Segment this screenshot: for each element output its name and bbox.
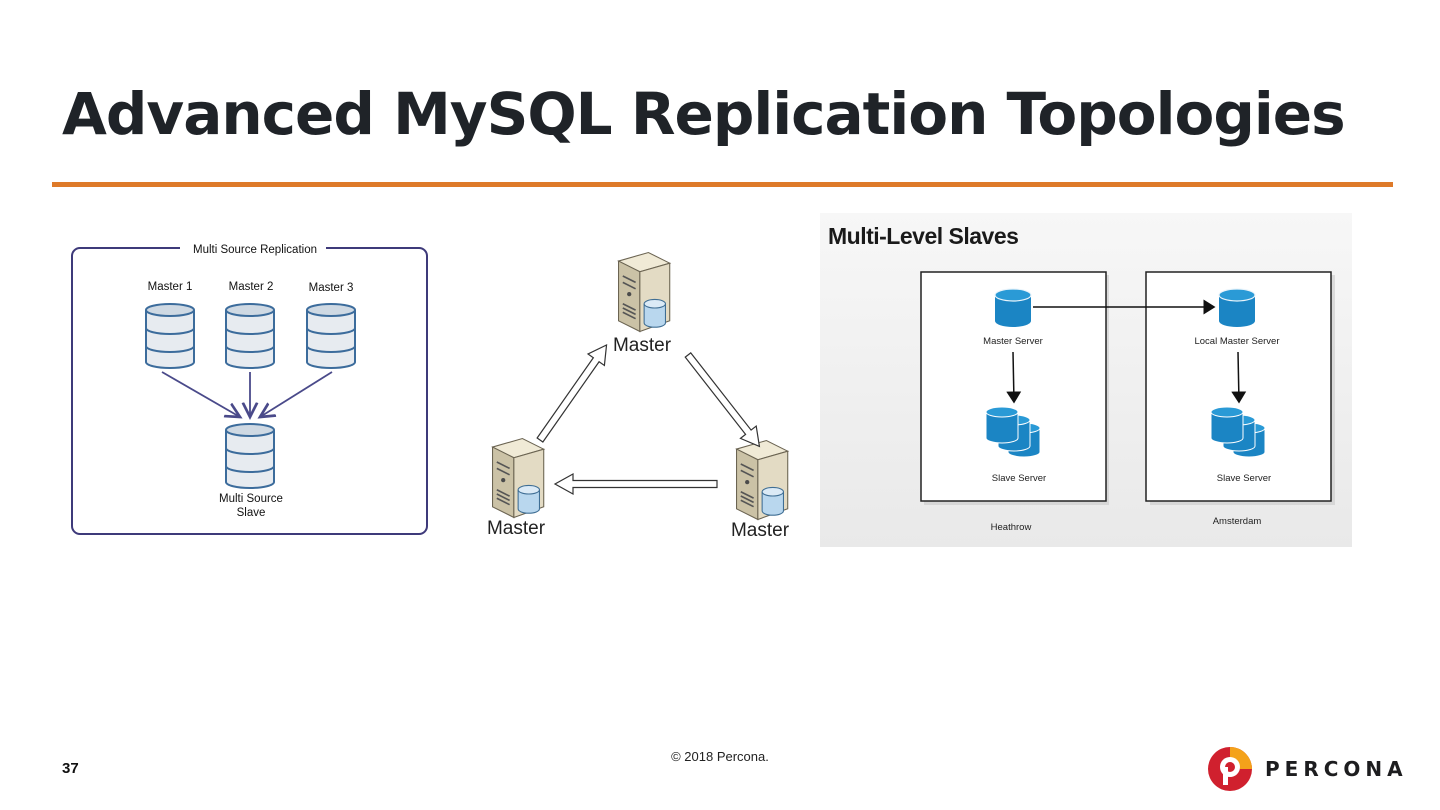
amsterdam-location-label: Amsterdam [1213, 516, 1262, 527]
arrow-right-to-left [553, 472, 718, 496]
local-master-server-label: Local Master Server [1194, 336, 1279, 347]
amsterdam-slave-server-label: Slave Server [1217, 473, 1271, 484]
master-3-database-icon [306, 303, 356, 369]
multi-source-slave-label-line1: Multi Source [219, 493, 283, 505]
arrow-left-to-top [536, 343, 608, 443]
page-number: 37 [62, 760, 79, 777]
slide-title: Advanced MySQL Replication Topologies [62, 80, 1346, 148]
heathrow-location-label: Heathrow [991, 522, 1032, 533]
multi-level-slaves-diagram: Multi-Level Slaves Master Server Local M… [820, 213, 1352, 547]
multi-source-slave-database-icon [225, 423, 275, 489]
top-master-server-icon [617, 251, 671, 333]
master-1-database-icon [145, 303, 195, 369]
arrow-master-to-slave-heathrow [1006, 351, 1022, 404]
local-master-server-db-icon [1218, 288, 1256, 328]
top-master-label: Master [613, 335, 672, 356]
multi-source-slave-label-line2: Slave [237, 507, 266, 519]
percona-logo-icon [1206, 745, 1254, 793]
right-master-server-icon [735, 439, 789, 521]
master-2-database-icon [225, 303, 275, 369]
master-1-label: Master 1 [148, 281, 193, 293]
arrow-local-master-to-slave-amsterdam [1231, 351, 1247, 404]
heathrow-slave-server-label: Slave Server [992, 473, 1046, 484]
copyright-notice: © 2018 Percona. [671, 749, 769, 764]
arrow-master3-to-slave [260, 371, 333, 417]
multi-source-frame-label: Multi Source Replication [193, 244, 317, 256]
master-server-label: Master Server [983, 336, 1043, 347]
circular-replication-diagram: Master Master Master [470, 240, 810, 545]
title-divider [52, 182, 1393, 187]
arrow-top-to-right [684, 352, 761, 448]
brand-wordmark: PERCONA [1265, 757, 1408, 781]
multi-level-title: Multi-Level Slaves [828, 223, 1018, 249]
multi-source-replication-diagram: Multi Source Replication Master 1 Master… [70, 236, 430, 538]
arrow-master1-to-slave [161, 371, 240, 417]
left-master-server-icon [491, 437, 545, 519]
left-master-label: Master [487, 518, 546, 539]
right-master-label: Master [731, 520, 790, 541]
master-3-label: Master 3 [309, 282, 354, 294]
master-2-label: Master 2 [229, 281, 274, 293]
master-server-db-icon [994, 288, 1032, 328]
